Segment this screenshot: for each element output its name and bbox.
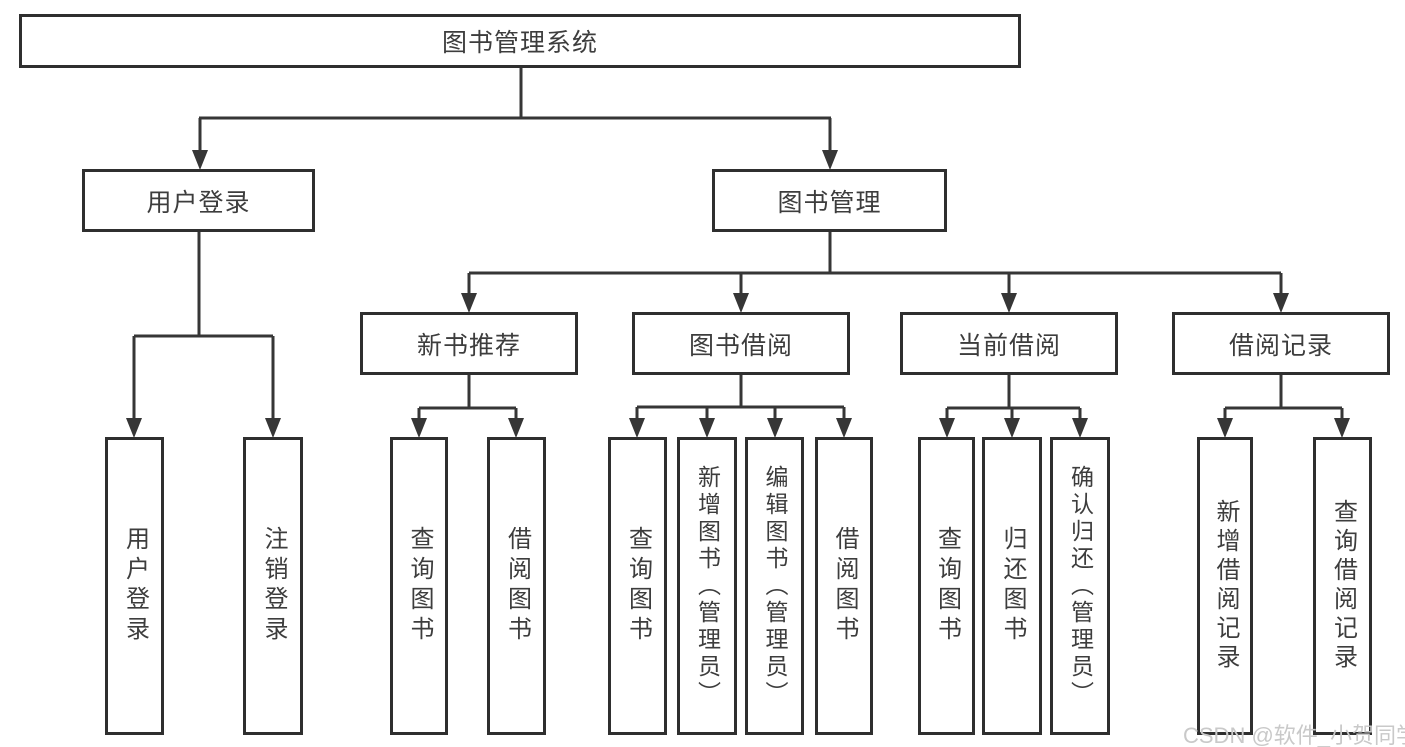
node-label: 查询借阅记录 [1329, 499, 1357, 673]
node-label: 用户登录 [146, 188, 251, 217]
arrowhead-icon [1001, 293, 1017, 313]
node-label: 查询图书 [624, 526, 652, 646]
arrowhead-icon [822, 150, 838, 170]
arrowhead-icon [629, 418, 645, 438]
node-user-login: 用户登录 [82, 169, 315, 232]
leaf-query-books-current: 查询图书 [918, 437, 975, 735]
arrowhead-icon [1004, 418, 1020, 438]
arrowhead-icon [767, 418, 783, 438]
leaf-confirm-return-admin: 确认归还（管理员） [1050, 437, 1110, 735]
node-label: 新增图书（管理员） [694, 464, 721, 708]
node-label: 新书推荐 [416, 331, 521, 360]
node-label: 归还图书 [999, 526, 1026, 646]
arrowhead-icon [265, 418, 281, 438]
node-label: 借阅记录 [1228, 331, 1333, 360]
node-book-management: 图书管理 [712, 169, 947, 232]
node-label: 图书管理 [777, 188, 882, 217]
node-label: 图书借阅 [688, 331, 793, 360]
node-label: 用户登录 [121, 526, 149, 646]
node-label: 查询图书 [933, 526, 961, 646]
arrowhead-icon [1273, 293, 1289, 313]
node-label: 查询图书 [406, 526, 433, 646]
node-label: 确认归还（管理员） [1067, 464, 1094, 708]
arrowhead-icon [192, 150, 208, 170]
leaf-return-books: 归还图书 [982, 437, 1042, 735]
arrowhead-icon [1334, 418, 1350, 438]
node-label: 编辑图书（管理员） [762, 464, 788, 708]
csdn-watermark: CSDN @软件_小贺同学 [1183, 723, 1405, 747]
leaf-logout: 注销登录 [243, 437, 303, 735]
node-label: 注销登录 [260, 526, 287, 646]
arrowhead-icon [939, 418, 955, 438]
arrowhead-icon [1217, 418, 1233, 438]
node-label: 借阅图书 [503, 526, 531, 646]
node-label: 新增借阅记录 [1212, 499, 1239, 673]
node-book-borrowing: 图书借阅 [632, 312, 850, 375]
arrowhead-icon [126, 418, 142, 438]
arrowhead-icon [733, 293, 749, 313]
node-current-borrowing: 当前借阅 [900, 312, 1118, 375]
leaf-user-login: 用户登录 [105, 437, 164, 735]
node-borrow-records: 借阅记录 [1172, 312, 1390, 375]
node-label: 当前借阅 [956, 331, 1061, 360]
node-system-root: 图书管理系统 [19, 14, 1021, 68]
node-label: 借阅图书 [831, 526, 858, 646]
arrowhead-icon [836, 418, 852, 438]
leaf-add-borrow-record: 新增借阅记录 [1197, 437, 1253, 735]
leaf-query-borrow-record: 查询借阅记录 [1313, 437, 1372, 735]
node-label: 图书管理系统 [441, 29, 598, 57]
leaf-query-books-borrow: 查询图书 [608, 437, 667, 735]
arrowhead-icon [508, 418, 524, 438]
arrowhead-icon [699, 418, 715, 438]
arrowhead-icon [461, 293, 477, 313]
node-new-book-recommend: 新书推荐 [360, 312, 578, 375]
arrowhead-icon [1072, 418, 1088, 438]
leaf-add-books-admin: 新增图书（管理员） [677, 437, 737, 735]
leaf-borrow-books: 借阅图书 [815, 437, 873, 735]
leaf-query-books-recommend: 查询图书 [390, 437, 448, 735]
leaf-borrow-books-recommend: 借阅图书 [487, 437, 546, 735]
arrowhead-icon [411, 418, 427, 438]
leaf-edit-books-admin: 编辑图书（管理员） [745, 437, 804, 735]
